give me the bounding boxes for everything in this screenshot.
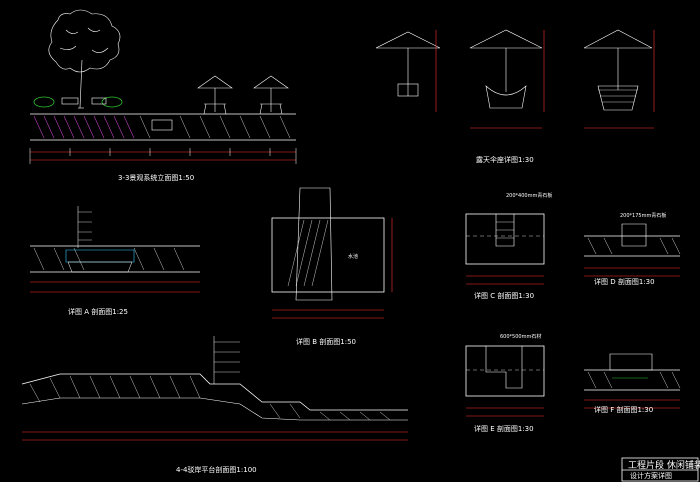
dimension-line [29,148,297,164]
caption-detail-c: 详图 C 剖面图1:30 [474,292,535,300]
detail-c [465,213,545,285]
title-block-frame [621,457,699,482]
detail-d [584,223,681,277]
note-plan-e: 600*500mm石材 [500,334,542,340]
shrub-icons [33,96,123,108]
caption-umbrella-elevation: 露天伞座详图1:30 [476,156,534,164]
tree-icon [48,9,121,109]
detail-b [271,187,393,319]
caption-detail-a: 详图 A 剖面图1:25 [68,308,128,316]
detail-e [465,345,545,417]
ground-band [30,113,296,141]
umbrella-icons [197,75,289,115]
caption-section-3-3: 3-3景观系统立面图1:50 [118,174,195,182]
caption-detail-d: 详图 D 剖面图1:30 [594,278,655,286]
detail-f [584,353,681,409]
title-block-title: 工程片段 休闲铺装 [628,461,700,471]
elevation-3-3 [29,9,297,164]
label-detail-b-pool: 水池 [348,254,359,260]
caption-detail-b: 详图 B 剖面图1:50 [296,338,356,346]
title-block-subtitle: 设计方案详图 [630,472,672,480]
note-plan-c: 200*400mm青石板 [506,193,553,199]
note-detail-d: 200*175mm青石板 [620,213,667,219]
caption-section-4-4: 4-4驳岸平台剖面图1:100 [176,466,257,474]
caption-detail-f: 详图 F 剖面图1:30 [594,406,654,414]
caption-detail-e: 详图 E 剖面图1:30 [474,425,534,433]
umbrella-seat-details [375,29,655,129]
section-4-4 [21,336,408,441]
detail-a [30,206,200,293]
